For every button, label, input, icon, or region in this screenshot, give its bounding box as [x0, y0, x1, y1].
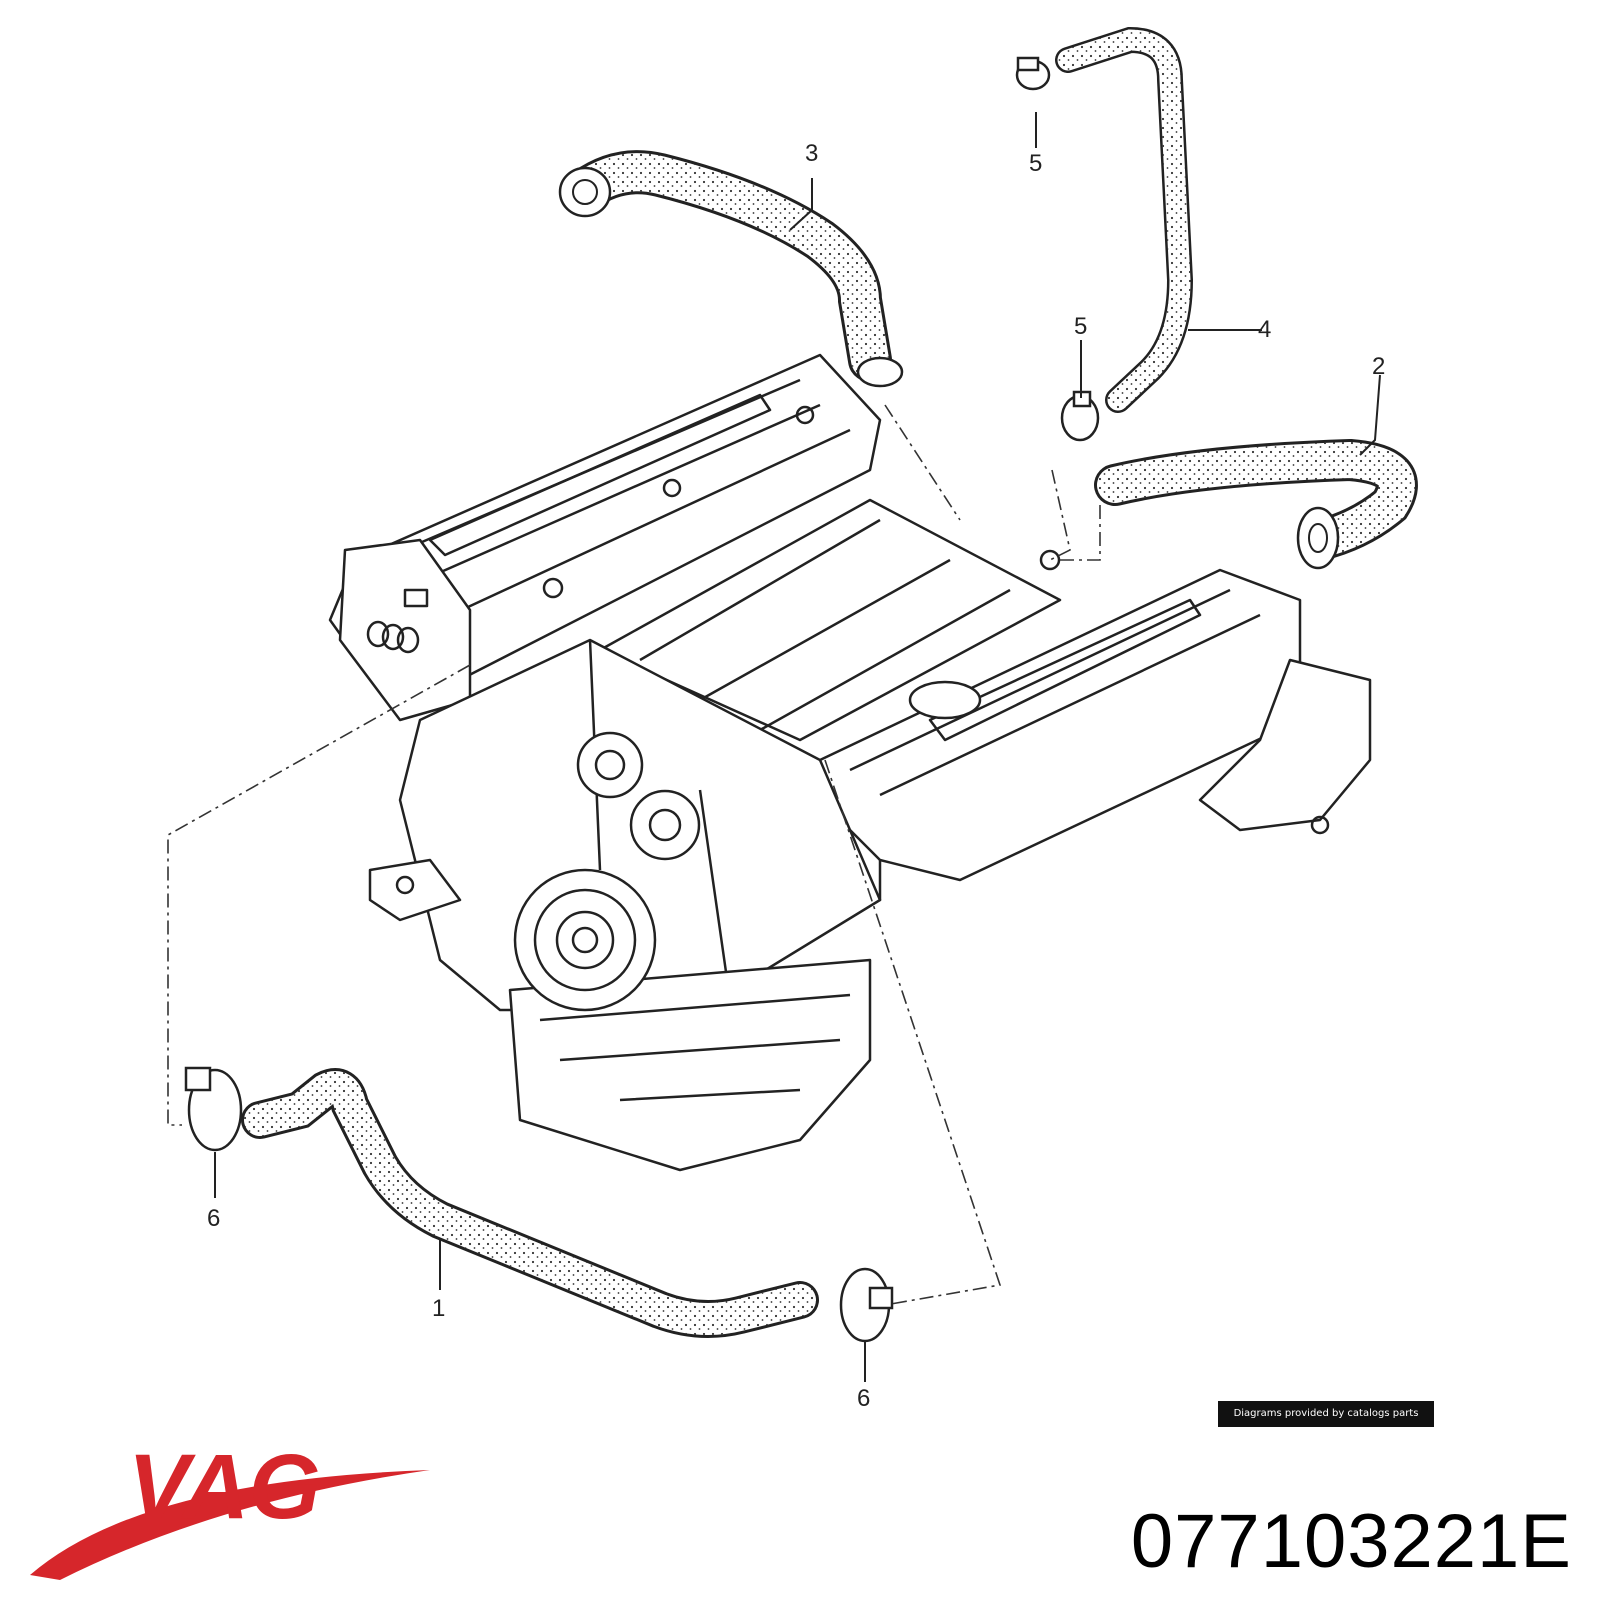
hose-1: [241, 1068, 819, 1338]
callout-5-top: 5: [1029, 150, 1043, 177]
hose-3: [558, 150, 904, 388]
leader-lines: [214, 112, 1381, 1382]
clamp-5-middle: [1060, 390, 1100, 442]
clamp-6-right: [839, 1267, 894, 1343]
assembly-lines: [167, 404, 1101, 1306]
hose-2: [1094, 438, 1418, 570]
callout-6-left: 6: [207, 1205, 221, 1232]
callout-1: 1: [432, 1295, 446, 1322]
callout-5-middle: 5: [1074, 313, 1088, 340]
clamp-6-left: [184, 1066, 243, 1152]
callout-6-right: 6: [857, 1385, 871, 1412]
callout-3: 3: [805, 140, 819, 167]
part-number: 077103221E: [1130, 1499, 1572, 1584]
callout-2: 2: [1372, 353, 1386, 380]
vag-logo: VAG: [30, 1440, 430, 1580]
engine-block: [328, 353, 1372, 1172]
diagram-credit: Diagrams provided by catalogs parts: [1218, 1401, 1434, 1427]
callout-4: 4: [1258, 316, 1272, 343]
clamp-5-top: [1015, 56, 1051, 91]
hose-4: [1055, 26, 1194, 413]
vag-logo-text: VAG: [128, 1440, 321, 1538]
